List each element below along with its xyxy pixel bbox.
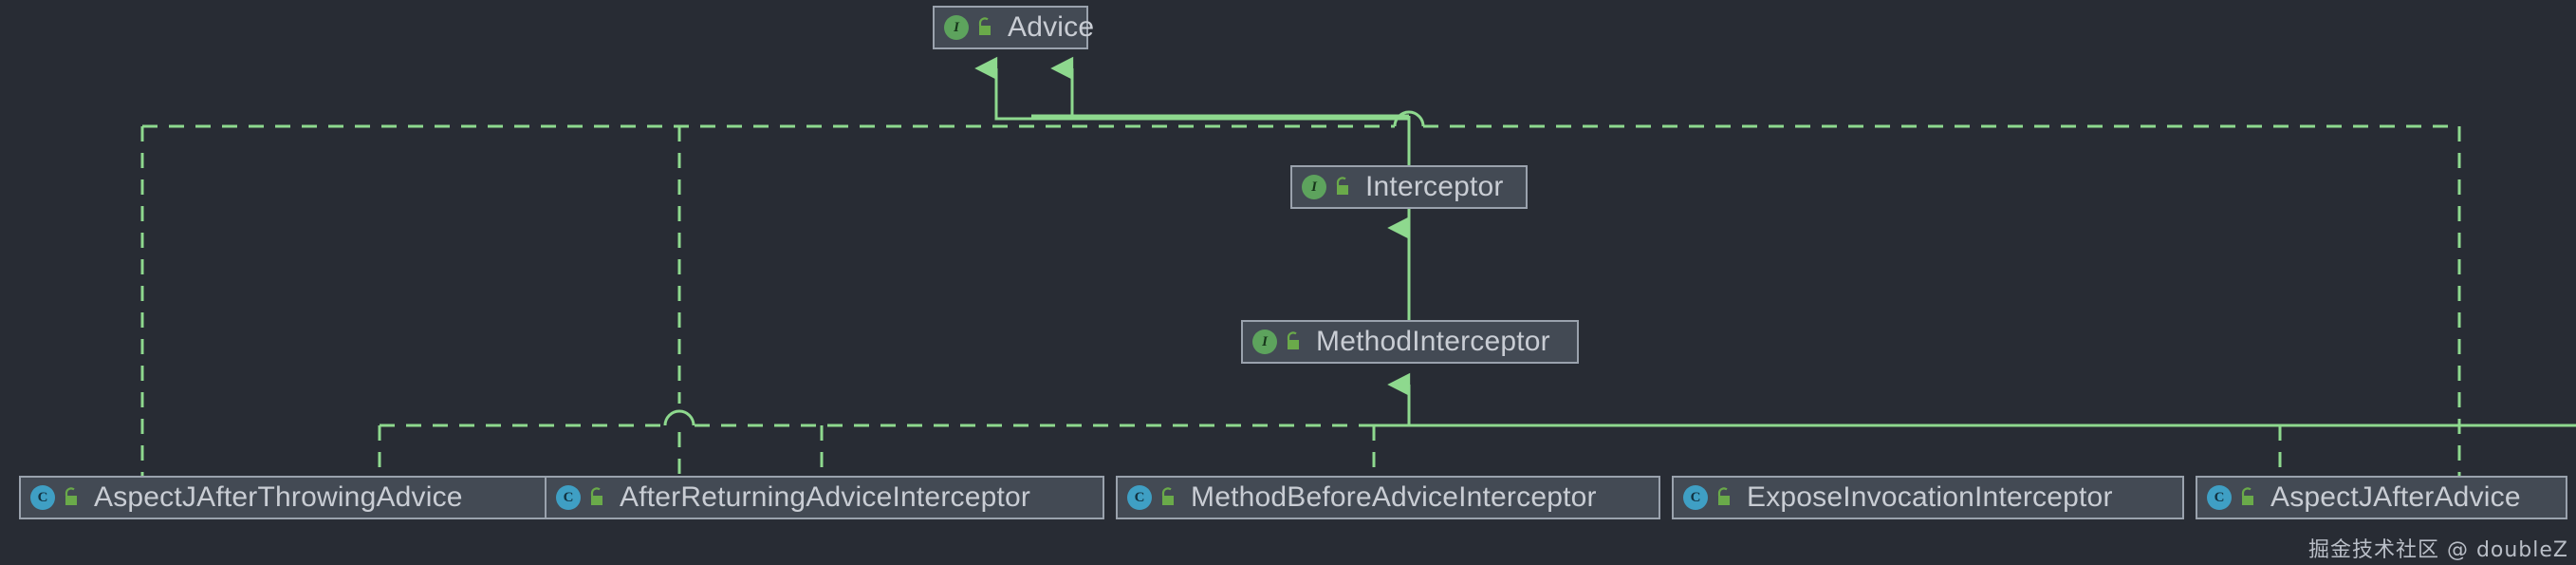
node-methodbeforeadviceinterceptor[interactable]: C MethodBeforeAdviceInterceptor <box>1116 476 1660 519</box>
edge-methodinterceptor-chain-to-advice <box>1031 114 1411 119</box>
edge-bus-implements-advice <box>140 124 2461 476</box>
class-icon: C <box>556 485 581 510</box>
node-label: ExposeInvocationInterceptor <box>1747 481 2113 513</box>
class-icon: C <box>1683 485 1708 510</box>
lock-icon <box>1336 177 1348 195</box>
class-badge-wrap: C <box>1683 485 1733 510</box>
line-hop-arcs <box>663 110 1425 426</box>
lock-icon <box>590 487 602 505</box>
lock-icon <box>1287 331 1299 349</box>
class-icon: C <box>1127 485 1152 510</box>
node-label: AspectJAfterAdvice <box>2270 481 2521 513</box>
interface-badge-wrap: I <box>944 15 994 40</box>
node-label: Advice <box>1008 11 1095 43</box>
node-exposeinvocationinterceptor[interactable]: C ExposeInvocationInterceptor <box>1672 476 2184 519</box>
node-aspectjafterthrowingadvice[interactable]: C AspectJAfterThrowingAdvice <box>19 476 552 519</box>
class-badge-wrap: C <box>2207 485 2257 510</box>
interface-icon: I <box>944 15 969 40</box>
interface-badge-wrap: I <box>1302 175 1352 199</box>
class-icon: C <box>2207 485 2232 510</box>
node-label: Interceptor <box>1365 171 1504 202</box>
node-label: AfterReturningAdviceInterceptor <box>620 481 1031 513</box>
class-badge-wrap: C <box>30 485 81 510</box>
lock-icon <box>1717 487 1730 505</box>
node-label: MethodInterceptor <box>1316 326 1550 357</box>
node-aspectjafteradvice[interactable]: C AspectJAfterAdvice <box>2196 476 2567 519</box>
lock-icon <box>2241 487 2253 505</box>
node-interceptor[interactable]: I Interceptor <box>1290 165 1528 209</box>
class-badge-wrap: C <box>1127 485 1177 510</box>
node-afterreturningadviceinterceptor[interactable]: C AfterReturningAdviceInterceptor <box>545 476 1104 519</box>
interface-icon: I <box>1252 330 1277 354</box>
interface-icon: I <box>1302 175 1326 199</box>
edge-bus-implements-methodinterceptor <box>378 424 2282 476</box>
class-badge-wrap: C <box>556 485 606 510</box>
interface-badge-wrap: I <box>1252 330 1303 354</box>
node-methodinterceptor[interactable]: I MethodInterceptor <box>1241 320 1579 364</box>
watermark: 掘金技术社区 @ doubleZ <box>2307 538 2568 562</box>
lock-icon <box>1161 487 1174 505</box>
lock-icon <box>65 487 77 505</box>
class-icon: C <box>30 485 55 510</box>
node-advice[interactable]: I Advice <box>933 6 1094 49</box>
node-label: AspectJAfterThrowingAdvice <box>94 481 463 513</box>
lock-icon <box>978 17 991 35</box>
node-label: MethodBeforeAdviceInterceptor <box>1191 481 1597 513</box>
